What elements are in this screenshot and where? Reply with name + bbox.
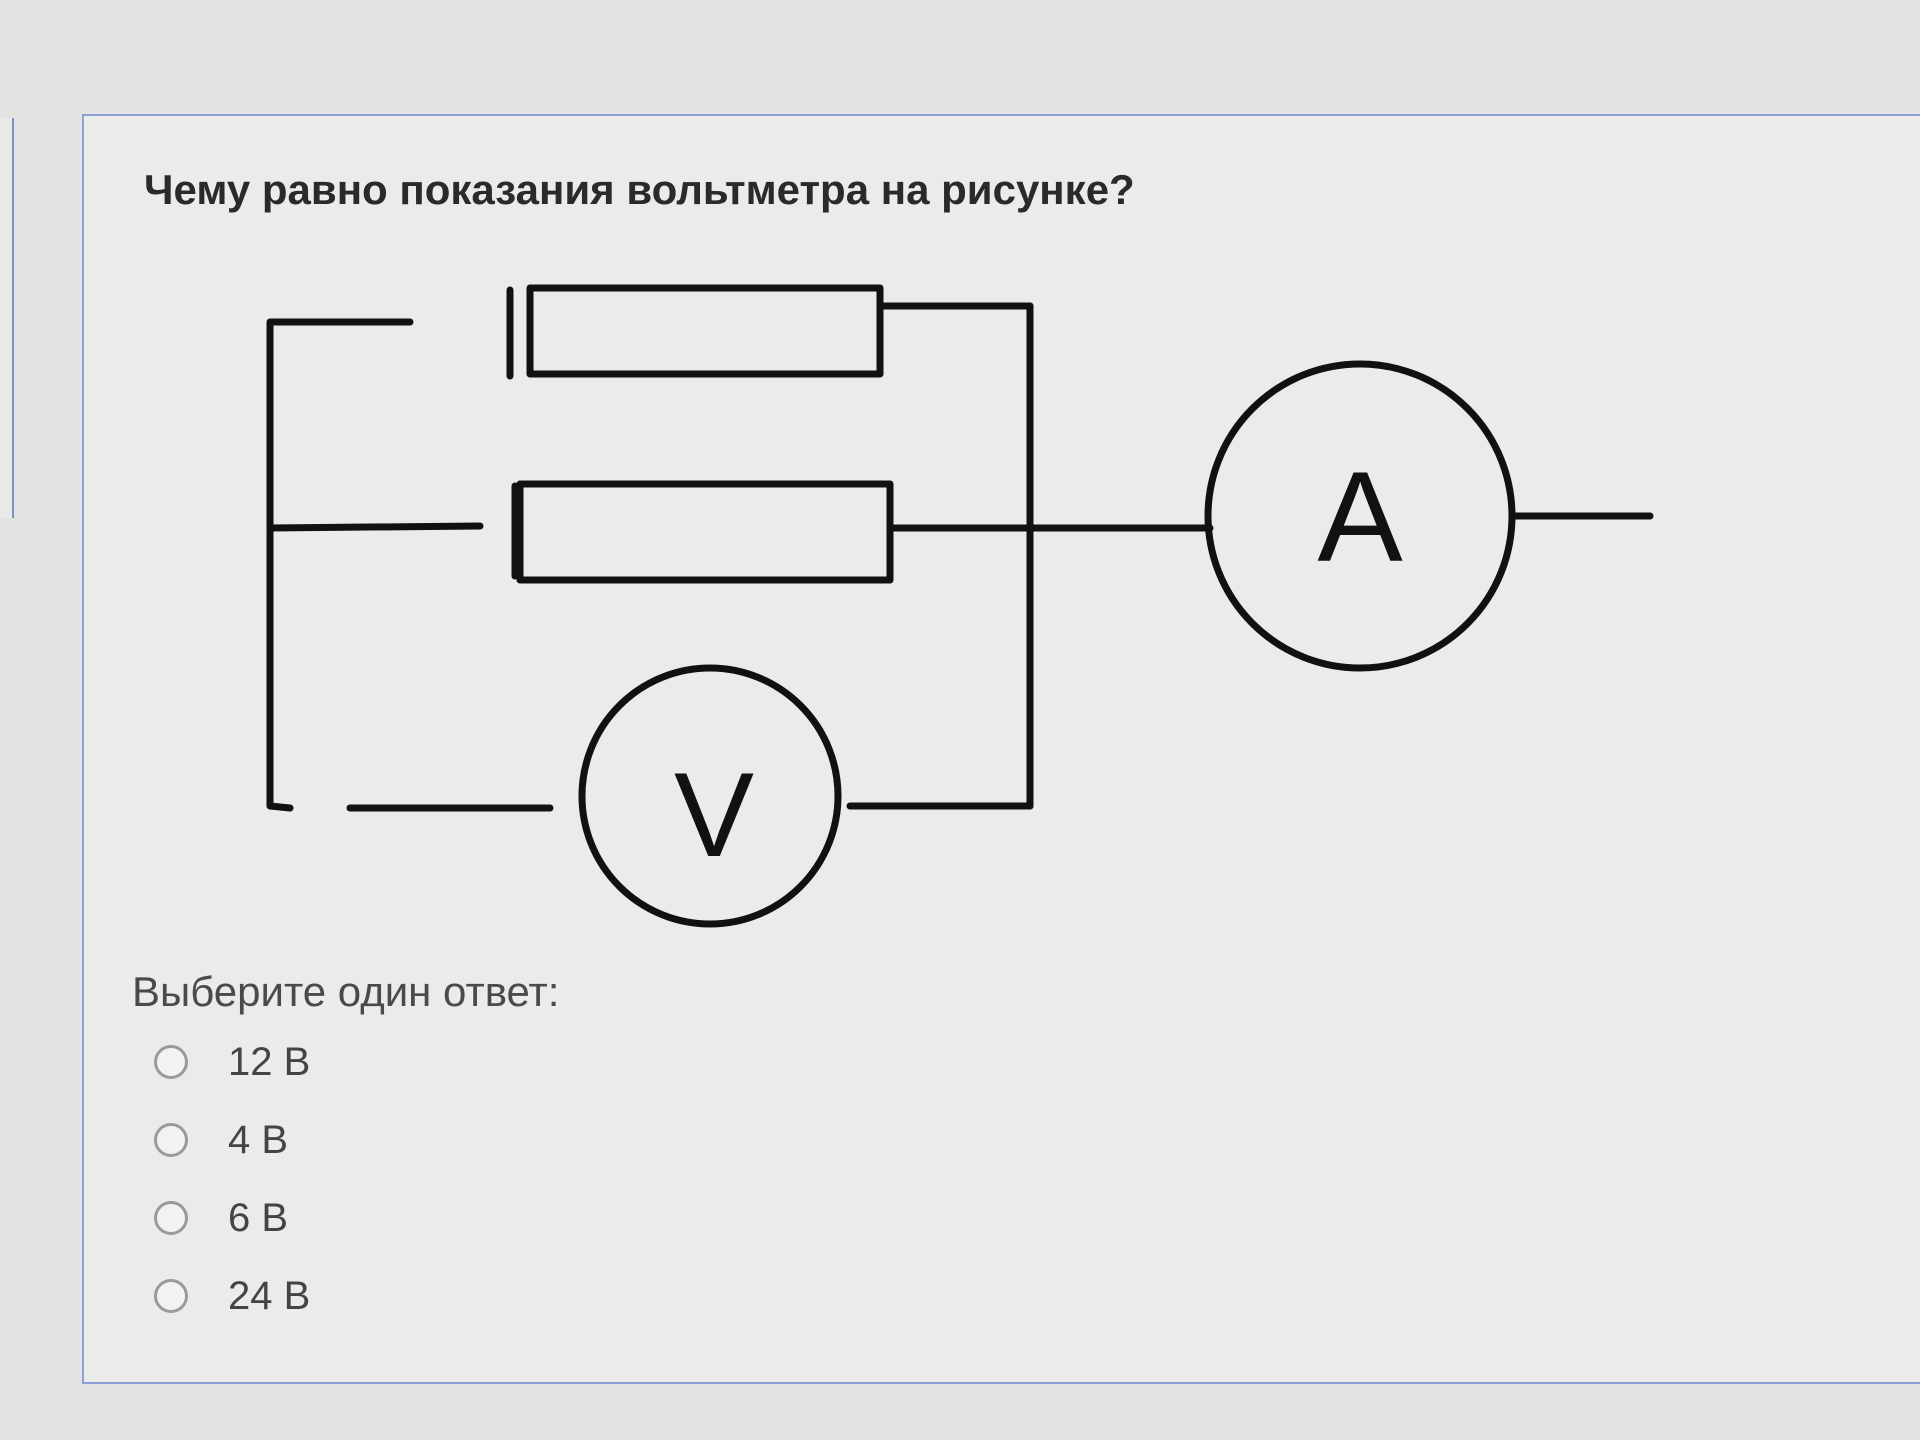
radio-button[interactable] — [154, 1045, 188, 1079]
option-4v[interactable]: 4 В — [154, 1110, 288, 1170]
radio-button[interactable] — [154, 1123, 188, 1157]
resistor-top — [506, 284, 884, 380]
radio-button[interactable] — [154, 1279, 188, 1313]
left-wire — [266, 318, 414, 812]
option-label: 4 В — [228, 1117, 289, 1162]
option-label: 24 В — [228, 1273, 311, 1318]
option-24v[interactable]: 24 В — [154, 1266, 310, 1326]
option-12v[interactable]: 12 В — [154, 1032, 310, 1092]
option-label: 12 В — [228, 1039, 311, 1084]
question-card: Чему равно показания вольтметра на рисун… — [82, 114, 1920, 1384]
question-text: Чему равно показания вольтметра на рисун… — [144, 166, 1135, 213]
radio-button[interactable] — [154, 1201, 188, 1235]
voltmeter-label: V — [674, 748, 754, 882]
ammeter-label: A — [1317, 446, 1403, 589]
answer-prompt: Выберите один ответ: — [132, 968, 560, 1015]
voltmeter-circle — [578, 664, 842, 928]
circuit-diagram: V A — [266, 284, 1654, 928]
left-panel-edge — [0, 118, 14, 518]
resistor-middle — [266, 480, 894, 584]
option-6v[interactable]: 6 В — [154, 1188, 288, 1248]
option-label: 6 В — [228, 1195, 289, 1240]
